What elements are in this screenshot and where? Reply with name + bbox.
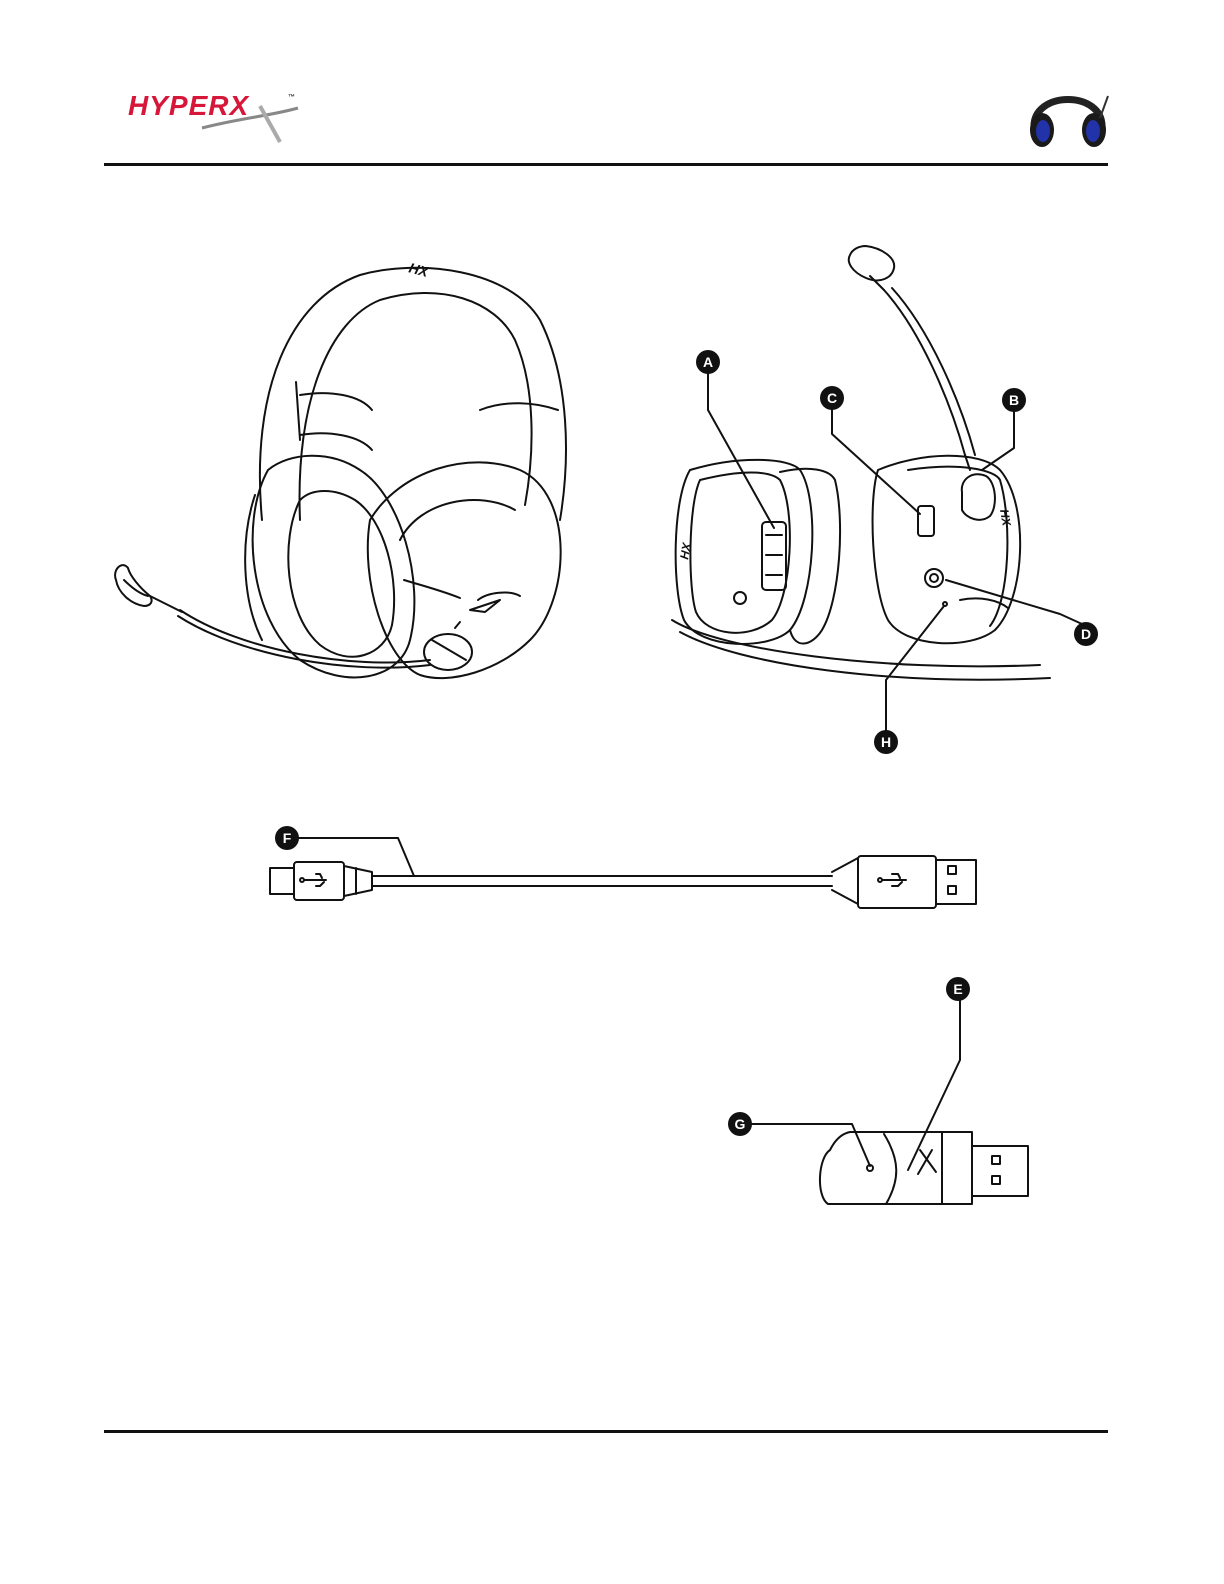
svg-text:C: C: [827, 390, 837, 406]
svg-text:H: H: [881, 734, 891, 750]
callout-leader-lines: [297, 374, 1082, 1170]
svg-text:HX: HX: [997, 508, 1014, 528]
usb-cable-drawing: [270, 856, 976, 908]
callout-a: A: [696, 350, 720, 374]
footer-rule: [104, 1430, 1108, 1433]
callout-e: E: [946, 977, 970, 1001]
callout-b: B: [1002, 388, 1026, 412]
callout-c: C: [820, 386, 844, 410]
svg-text:D: D: [1081, 626, 1091, 642]
callout-h: H: [874, 730, 898, 754]
svg-text:B: B: [1009, 392, 1019, 408]
svg-text:E: E: [953, 981, 962, 997]
svg-text:F: F: [283, 830, 292, 846]
usb-dongle-drawing: [820, 1132, 1028, 1204]
svg-text:HX: HX: [407, 259, 432, 280]
svg-text:G: G: [735, 1116, 746, 1132]
usb-port-drawing: [918, 506, 934, 536]
headset-front-drawing: HX: [115, 259, 566, 678]
callout-d: D: [1074, 622, 1098, 646]
svg-text:A: A: [703, 354, 713, 370]
callout-f: F: [275, 826, 299, 850]
callout-g: G: [728, 1112, 752, 1136]
power-button-drawing: [925, 569, 943, 587]
